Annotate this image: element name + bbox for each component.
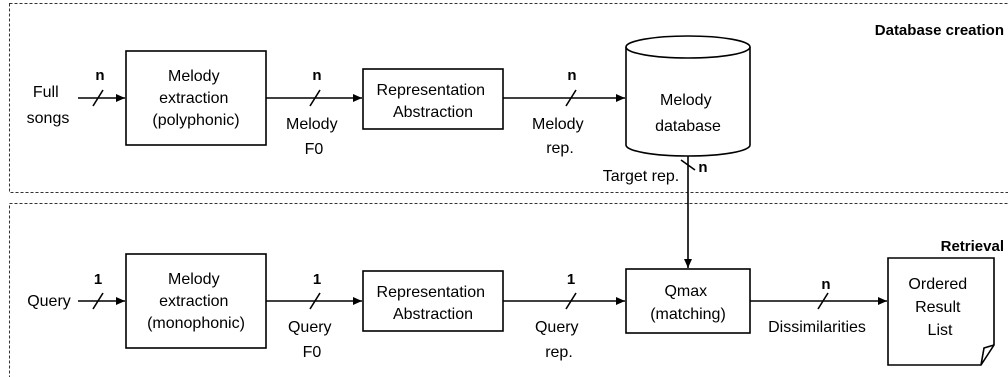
melody-f0-label: Melody F0 bbox=[286, 116, 342, 158]
melody-extraction-polyphonic-label: Melody extraction (polyphonic) bbox=[152, 68, 239, 129]
cardinality-label: 1 bbox=[567, 271, 575, 288]
slash-mark bbox=[92, 89, 104, 107]
melody-extraction-monophonic-label: Melody extraction (monophonic) bbox=[147, 271, 245, 332]
cardinality-label: n bbox=[698, 159, 707, 176]
qmax-matching-box bbox=[625, 268, 751, 334]
cardinality-label: 1 bbox=[313, 271, 321, 288]
representation-abstraction-label-bottom: Representation Abstraction bbox=[377, 284, 490, 323]
representation-abstraction-box-top bbox=[362, 68, 504, 130]
retrieval-label: Retrieval bbox=[941, 238, 1004, 255]
database-creation-label: Database creation bbox=[875, 22, 1004, 39]
slash-mark bbox=[309, 89, 321, 107]
cardinality-label: n bbox=[312, 67, 321, 84]
full-songs-label: Full songs bbox=[27, 84, 70, 127]
cardinality-label: 1 bbox=[94, 271, 102, 288]
ordered-result-list-document bbox=[887, 257, 995, 366]
cardinality-label: n bbox=[821, 276, 830, 293]
qmax-matching-label: Qmax (matching) bbox=[650, 283, 726, 323]
slash-mark bbox=[309, 292, 321, 310]
ordered-result-list-label: Ordered Result List bbox=[908, 276, 971, 339]
cardinality-label: n bbox=[95, 67, 104, 84]
melody-extraction-polyphonic-box bbox=[125, 50, 267, 146]
slash-mark bbox=[565, 292, 577, 310]
slash-mark bbox=[92, 292, 104, 310]
slash-mark bbox=[680, 159, 696, 171]
dissimilarities-label: Dissimilarities bbox=[768, 319, 866, 336]
slash-mark bbox=[565, 89, 577, 107]
cardinality-label: n bbox=[567, 67, 576, 84]
melody-extraction-monophonic-box bbox=[125, 253, 267, 349]
query-f0-label: Query F0 bbox=[288, 319, 336, 361]
database-creation-region bbox=[9, 3, 1008, 193]
representation-abstraction-box-bottom bbox=[362, 270, 504, 332]
melody-rep-label: Melody rep. bbox=[532, 116, 588, 157]
melody-database-label: Melody database bbox=[655, 92, 721, 135]
target-rep-label: Target rep. bbox=[603, 168, 679, 185]
retrieval-region bbox=[9, 203, 1008, 377]
query-input-label: Query bbox=[27, 293, 71, 310]
representation-abstraction-label-top: Representation Abstraction bbox=[377, 82, 490, 121]
slash-mark bbox=[817, 292, 829, 310]
query-rep-label: Query rep. bbox=[535, 319, 583, 361]
